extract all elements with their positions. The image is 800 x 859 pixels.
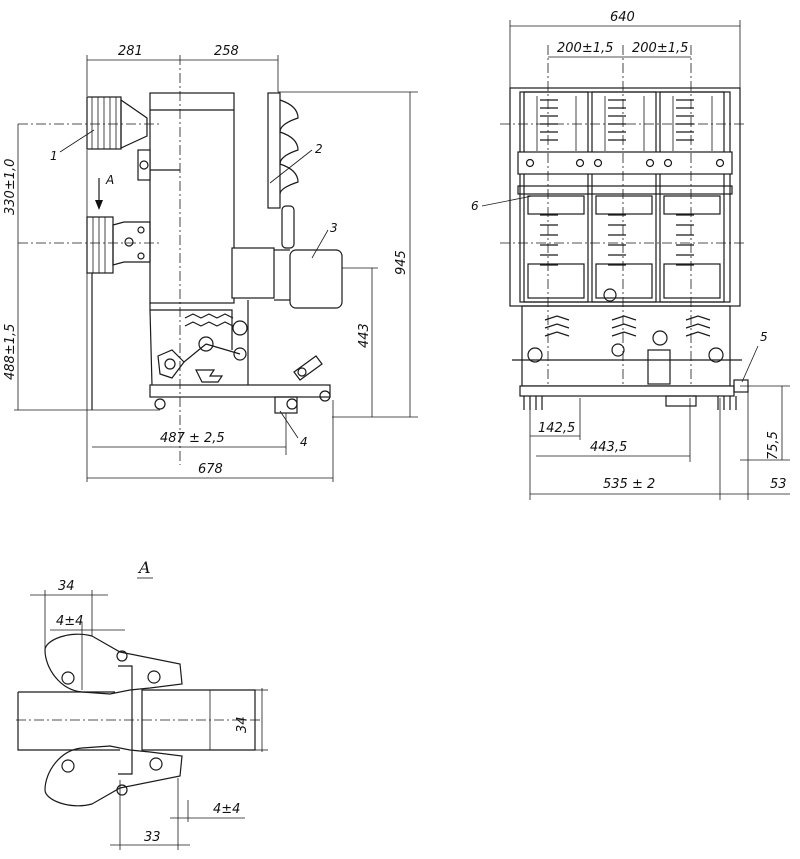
callout-6: 6 xyxy=(471,199,479,213)
dim-258: 258 xyxy=(214,44,239,59)
dim-678: 678 xyxy=(198,462,223,477)
dim-443-5: 443,5 xyxy=(590,440,627,455)
base-plate xyxy=(149,384,331,398)
view-a-title: A xyxy=(137,558,151,577)
callout-4: 4 xyxy=(300,435,308,449)
lower-terminal xyxy=(86,216,151,410)
front-view: 640 200±1,5 200±1,5 142,5 443,5 535 ± 2 … xyxy=(471,10,790,500)
dim-487: 487 ± 2,5 xyxy=(160,431,225,446)
callout-1: 1 xyxy=(50,149,58,163)
dim-75-5: 75,5 xyxy=(766,431,781,460)
dim-a-34-right: 34 xyxy=(235,716,250,733)
busbar-left xyxy=(17,691,120,751)
side-view: 281 258 330±1,0 488±1,5 945 443 487 ± 2,… xyxy=(3,44,418,482)
dim-281: 281 xyxy=(118,44,143,59)
mechanism xyxy=(149,300,323,386)
dim-a-34-top: 34 xyxy=(58,579,75,594)
dim-945: 945 xyxy=(394,250,409,275)
callout-3: 3 xyxy=(330,221,338,235)
pole-columns xyxy=(523,91,725,303)
upper-terminal xyxy=(86,96,151,181)
dim-330: 330±1,0 xyxy=(3,159,18,215)
dim-443: 443 xyxy=(357,323,372,348)
front-base xyxy=(519,385,735,397)
view-arrow-head xyxy=(95,200,103,210)
dim-488: 488±1,5 xyxy=(3,324,18,380)
callout-2: 2 xyxy=(315,142,323,156)
view-arrow-label: A xyxy=(105,173,114,187)
dim-a-tol-bottom: 4±4 xyxy=(213,802,240,817)
contactor-body xyxy=(149,92,235,304)
front-frame xyxy=(509,87,741,307)
dim-53: 53 xyxy=(770,477,787,492)
coil xyxy=(231,247,275,299)
view-a: A 34 4±4 34 33 xyxy=(16,558,268,850)
crossbar xyxy=(517,151,733,175)
callout-5: 5 xyxy=(760,330,768,344)
dim-200-1: 200±1,5 xyxy=(557,41,613,56)
dim-a-tol-top: 4±4 xyxy=(56,614,83,629)
clamp-bracket xyxy=(118,665,133,775)
front-mechanism xyxy=(512,305,742,387)
dim-a-33: 33 xyxy=(144,830,161,845)
arc-chute xyxy=(267,92,299,249)
clamp-upper xyxy=(44,633,183,695)
dim-535: 535 ± 2 xyxy=(603,477,655,492)
dim-200-2: 200±1,5 xyxy=(632,41,688,56)
clamp-lower xyxy=(44,745,183,807)
coil-cover xyxy=(289,249,343,309)
dim-640: 640 xyxy=(610,10,635,25)
dim-142-5: 142,5 xyxy=(538,421,575,436)
